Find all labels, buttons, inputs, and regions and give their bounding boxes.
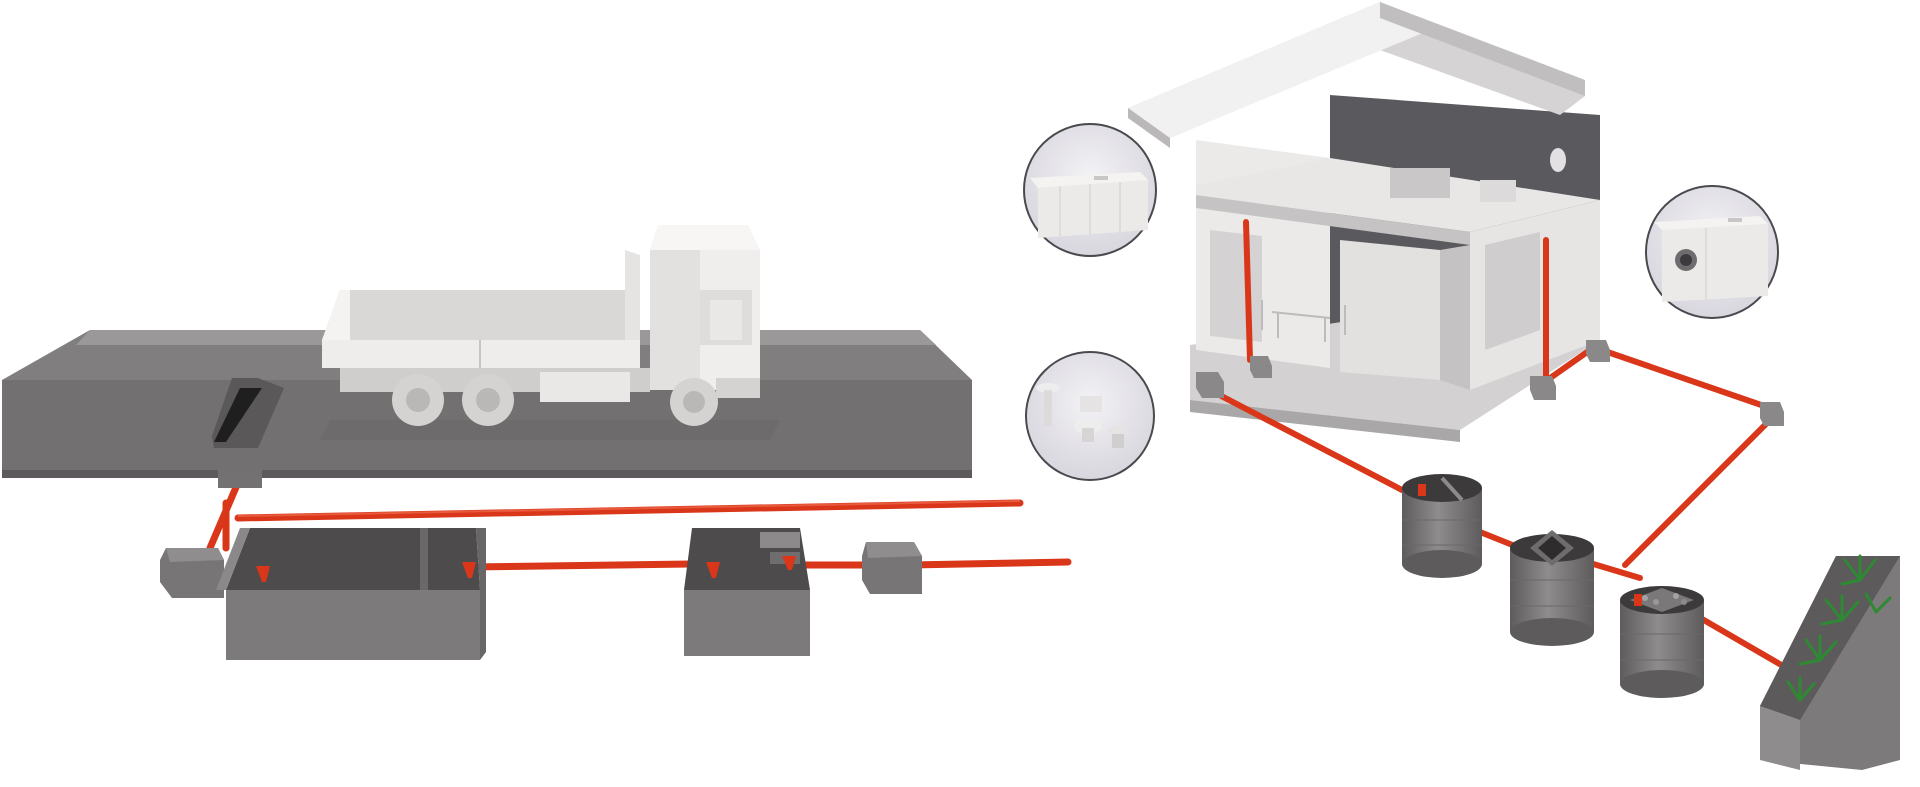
vignette-laundry — [1645, 185, 1779, 319]
sediment-tank — [216, 528, 486, 660]
truck-wheel-rear2 — [462, 374, 514, 426]
kitchen-cabinets-icon — [1030, 172, 1148, 238]
inspection-box-road — [218, 470, 262, 488]
road-drainage-system — [2, 225, 1072, 660]
reed-bed-planter — [1760, 554, 1900, 770]
separator-tank — [684, 528, 810, 656]
drain-grate — [212, 378, 284, 448]
inlet-box — [160, 548, 224, 598]
truck-wheel-front — [670, 378, 718, 426]
flatbed-truck-icon — [322, 225, 760, 426]
outlet-box — [862, 542, 922, 594]
reed-plants-icon — [1786, 554, 1892, 702]
dining-furniture — [1261, 300, 1346, 342]
septic-tank-1 — [1402, 474, 1482, 578]
septic-tank-3 — [1620, 586, 1704, 698]
septic-tank-2 — [1510, 530, 1594, 646]
vignette-kitchen — [1023, 123, 1157, 257]
vignette-bathroom — [1025, 351, 1155, 481]
house-wastewater-system — [1023, 2, 1900, 770]
washing-machine-icon — [1654, 216, 1768, 302]
toilet-and-sink-icon — [1036, 383, 1128, 448]
truck-shadow — [320, 420, 780, 440]
pipe-highlight-left — [237, 500, 1021, 517]
house-pipes — [1203, 219, 1793, 673]
house-cutaway — [1128, 2, 1600, 442]
truck-wheel-rear1 — [392, 374, 444, 426]
drain-pipes-left — [206, 474, 1072, 571]
inspection-chambers-house — [1196, 340, 1784, 426]
